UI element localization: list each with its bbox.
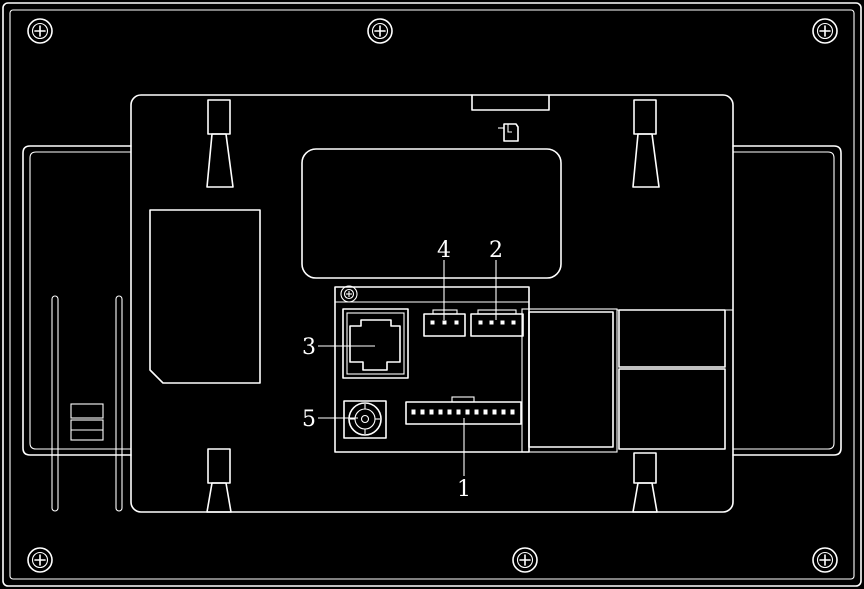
screw-icon <box>812 18 838 44</box>
top-right-mounting-clip <box>632 99 660 188</box>
callout-3: 3 <box>302 335 316 360</box>
rj45-ethernet-port <box>342 308 409 379</box>
right-module-boxes <box>521 308 733 453</box>
serial-connector-4-pin <box>470 309 524 337</box>
screw-icon <box>27 547 53 573</box>
screw-icon <box>812 547 838 573</box>
label-window <box>301 148 562 279</box>
right-side-bracket <box>732 145 842 456</box>
outer-panel-inner-edge <box>9 9 855 580</box>
rear-housing <box>130 94 734 513</box>
callout-1: 1 <box>457 477 471 502</box>
callout-4: 4 <box>437 238 451 263</box>
top-left-mounting-clip <box>206 99 234 188</box>
interface-board <box>334 285 530 453</box>
bottom-left-mounting-clip <box>206 448 232 513</box>
callout-2: 2 <box>489 238 503 263</box>
bottom-right-mounting-clip <box>632 452 658 513</box>
left-side-bracket <box>22 145 132 512</box>
screw-icon <box>512 547 538 573</box>
screw-icon <box>367 18 393 44</box>
sd-card-slot <box>471 94 550 111</box>
left-internal-panel <box>149 209 261 384</box>
callout-5: 5 <box>302 407 316 432</box>
screw-icon <box>27 18 53 44</box>
sd-card-icon <box>498 123 519 142</box>
rotary-switch <box>343 400 387 439</box>
screw-icon <box>340 285 358 303</box>
